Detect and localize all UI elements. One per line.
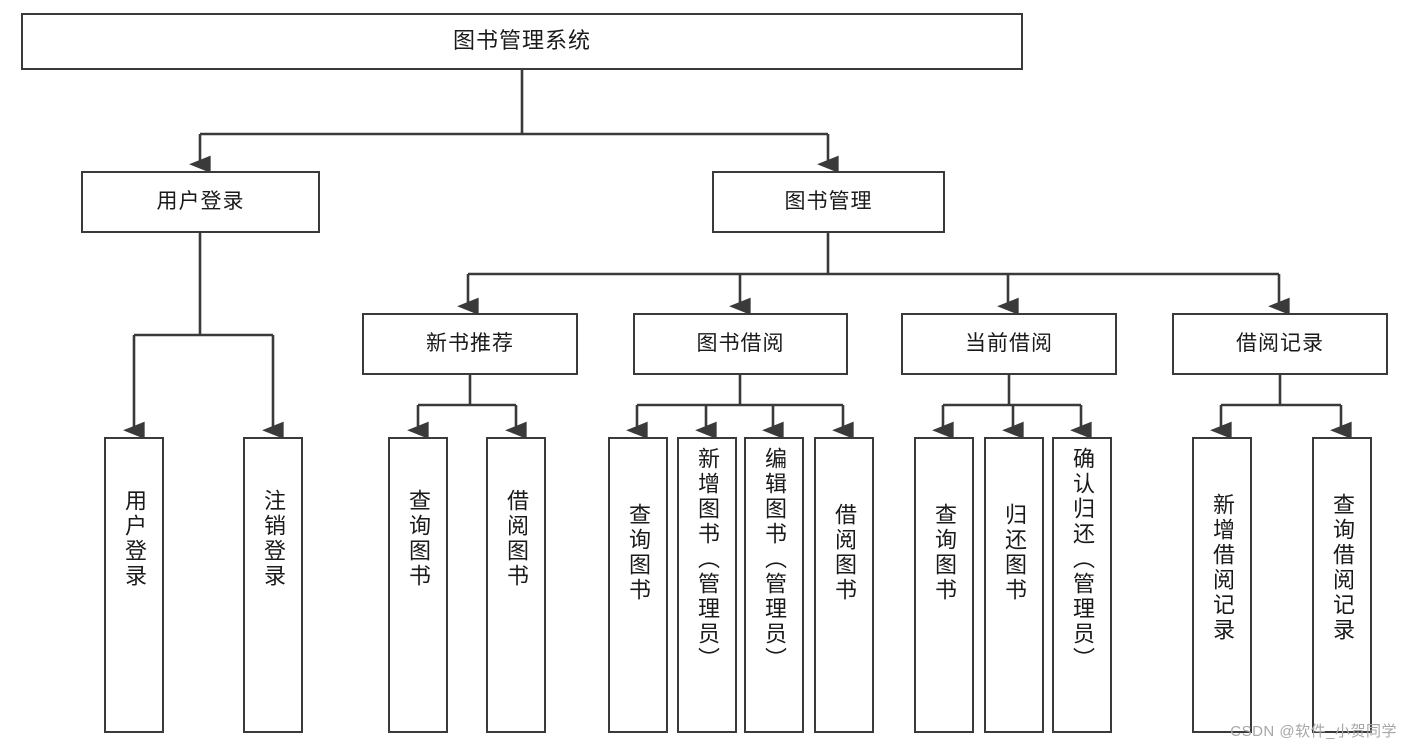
node-leaf-confirm-return-label: 确认归还（管理员） (1070, 447, 1095, 672)
node-leaf-add-record[interactable]: 新增借阅记录 (1192, 437, 1252, 733)
node-leaf-query-record[interactable]: 查询借阅记录 (1312, 437, 1372, 733)
node-borrow-record-label: 借阅记录 (1236, 332, 1324, 356)
node-leaf-query-book-cur-label: 查询图书 (932, 503, 957, 603)
node-leaf-borrow-book[interactable]: 借阅图书 (814, 437, 874, 733)
node-leaf-edit-book[interactable]: 编辑图书（管理员） (744, 437, 804, 733)
node-leaf-query-record-label: 查询借阅记录 (1330, 493, 1355, 643)
node-book-borrow[interactable]: 图书借阅 (633, 313, 848, 375)
node-book-mgmt[interactable]: 图书管理 (712, 171, 945, 233)
node-leaf-user-login[interactable]: 用户登录 (104, 437, 164, 733)
node-leaf-return-book-label: 归还图书 (1002, 503, 1027, 603)
node-current-borrow[interactable]: 当前借阅 (901, 313, 1117, 375)
watermark: CSDN @软件_小贺同学 (1230, 723, 1397, 740)
node-new-book-rec-label: 新书推荐 (426, 332, 514, 356)
node-user-login[interactable]: 用户登录 (81, 171, 320, 233)
node-leaf-logout[interactable]: 注销登录 (243, 437, 303, 733)
node-leaf-borrow-book-rec-label: 借阅图书 (504, 489, 529, 589)
node-leaf-logout-label: 注销登录 (261, 489, 286, 589)
node-leaf-borrow-book-rec[interactable]: 借阅图书 (486, 437, 546, 733)
node-leaf-query-book[interactable]: 查询图书 (608, 437, 668, 733)
node-leaf-add-record-label: 新增借阅记录 (1210, 493, 1235, 643)
node-root-label: 图书管理系统 (452, 28, 591, 54)
node-leaf-user-login-label: 用户登录 (122, 489, 147, 589)
node-leaf-query-book-rec-label: 查询图书 (406, 489, 431, 589)
node-current-borrow-label: 当前借阅 (965, 332, 1053, 356)
node-borrow-record[interactable]: 借阅记录 (1172, 313, 1388, 375)
node-leaf-add-book[interactable]: 新增图书（管理员） (677, 437, 737, 733)
node-user-login-label: 用户登录 (156, 190, 245, 214)
node-leaf-edit-book-label: 编辑图书（管理员） (762, 447, 787, 672)
node-book-mgmt-label: 图书管理 (784, 190, 873, 214)
node-book-borrow-label: 图书借阅 (696, 332, 785, 356)
node-leaf-add-book-label: 新增图书（管理员） (695, 447, 720, 672)
node-new-book-rec[interactable]: 新书推荐 (362, 313, 578, 375)
node-root[interactable]: 图书管理系统 (21, 13, 1023, 70)
node-leaf-query-book-label: 查询图书 (626, 503, 651, 603)
node-leaf-confirm-return[interactable]: 确认归还（管理员） (1052, 437, 1112, 733)
node-leaf-query-book-rec[interactable]: 查询图书 (388, 437, 448, 733)
node-leaf-query-book-cur[interactable]: 查询图书 (914, 437, 974, 733)
node-leaf-borrow-book-label: 借阅图书 (832, 503, 857, 603)
node-leaf-return-book[interactable]: 归还图书 (984, 437, 1044, 733)
